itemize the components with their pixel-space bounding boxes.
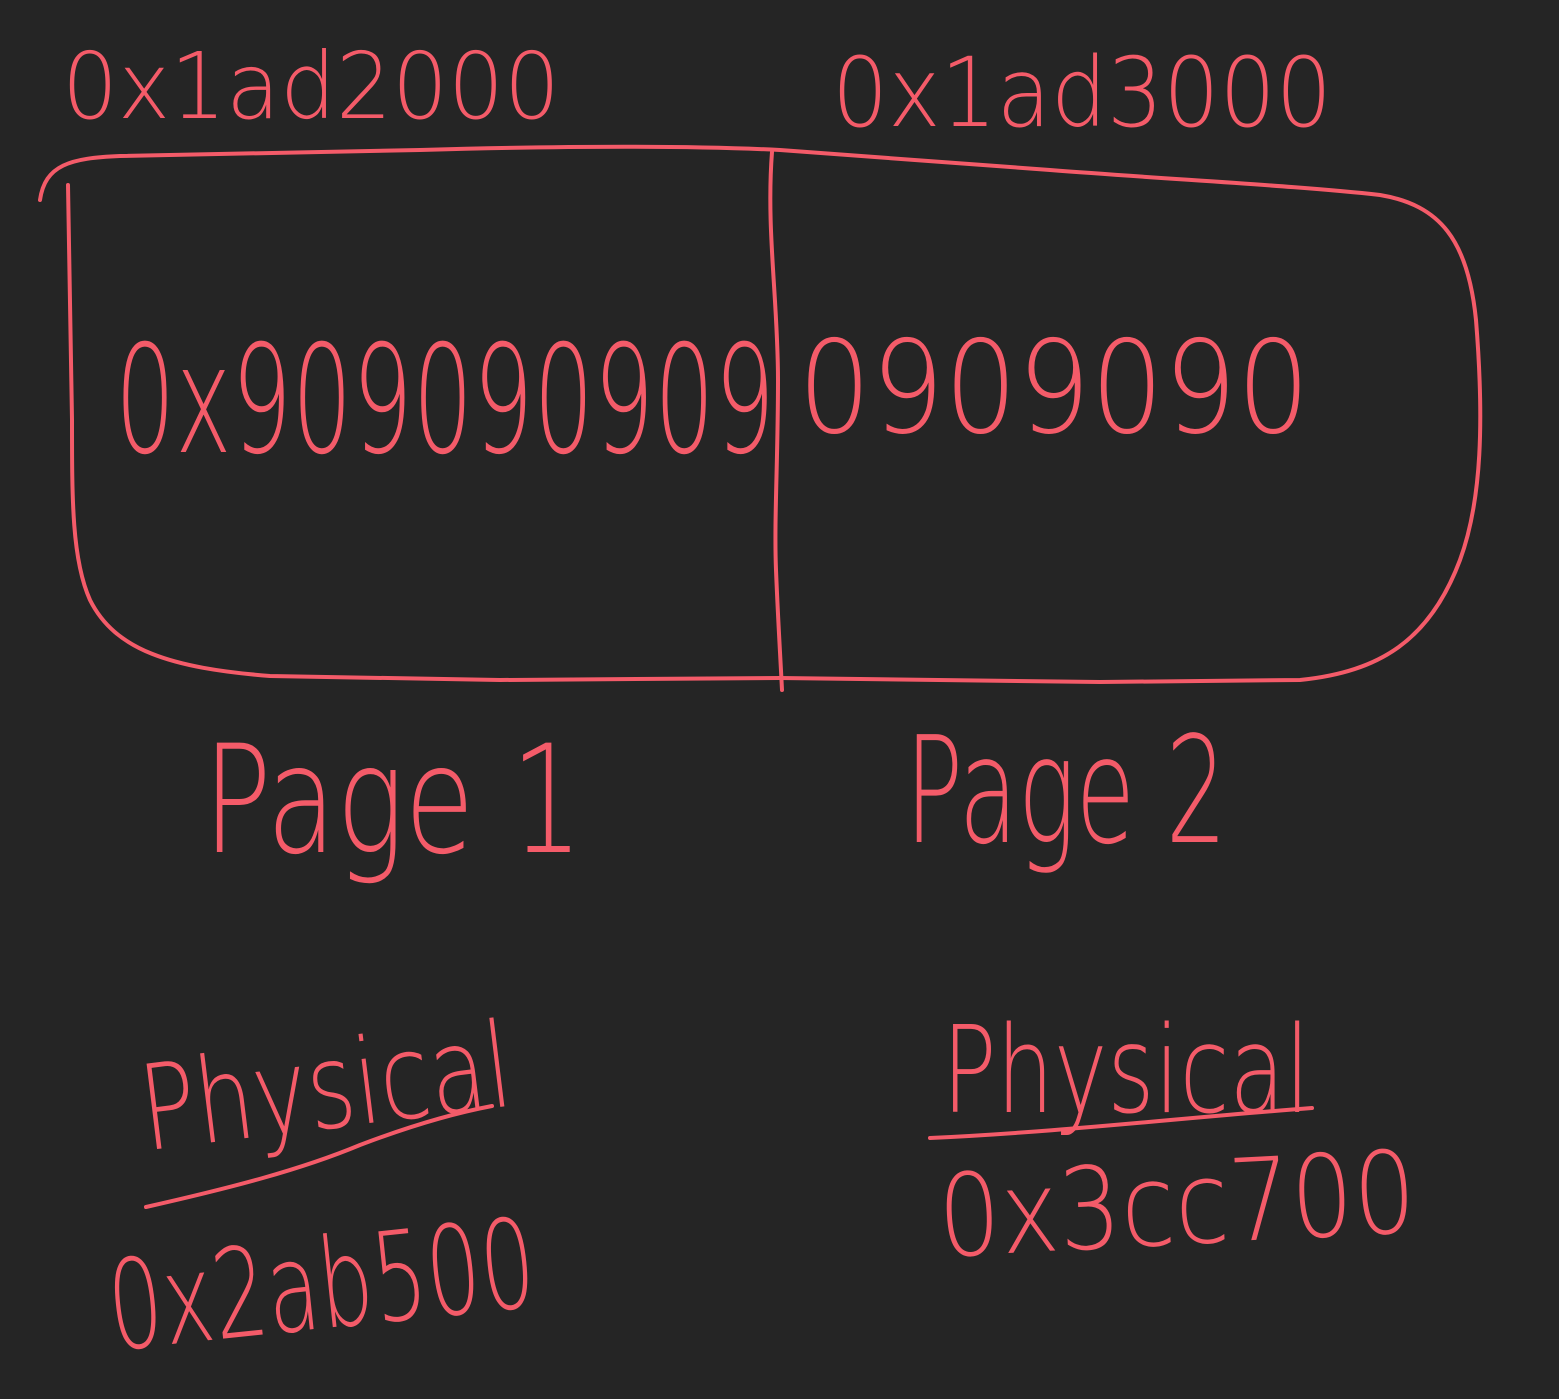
memory-box-outline [38,144,1483,684]
page1-physical-heading: Physical [133,996,519,1178]
page1-physical-underline [144,1104,494,1209]
page1-virtual-address: 0x1ad2000 [62,33,560,140]
page2-physical-address: 0x3cc700 [935,1126,1419,1284]
page2-physical-heading: Physical [942,1002,1310,1141]
page2-virtual-address: 0x1ad3000 [832,37,1332,149]
page1-label: Page 1 [203,714,583,888]
stored-value-left: 0x909090909 [115,314,775,488]
page2-label: Page 2 [905,705,1227,877]
page2-physical-underline [928,1106,1314,1140]
page1-physical-address: 0x2ab500 [101,1192,542,1380]
stored-value-right: 0909090 [798,314,1310,463]
page-divider-line [768,150,784,692]
